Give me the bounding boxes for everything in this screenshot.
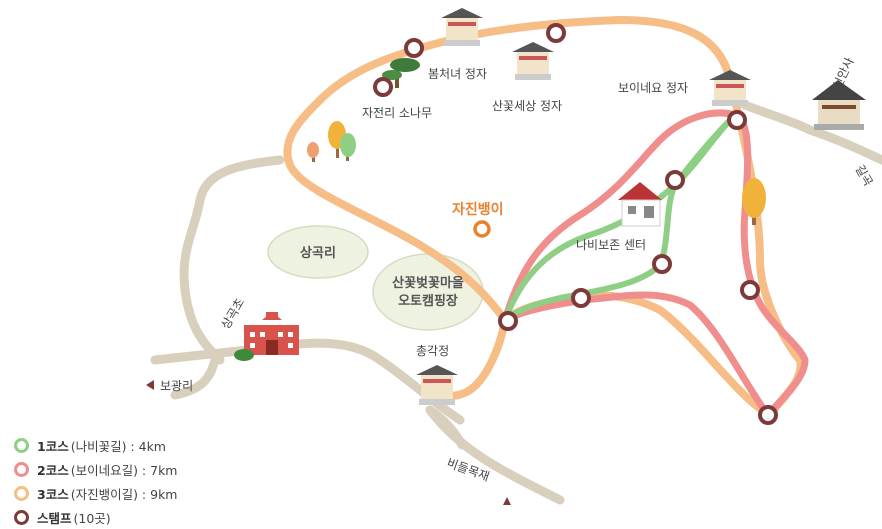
label-gilgok: 길곡 [852, 163, 875, 189]
label-bomcheonyeo-jeongja: 봄처녀 정자 [428, 67, 487, 81]
legend-name: 1코스 [37, 438, 69, 454]
legend-item-stamp: 스탬프 (10곳) [14, 505, 177, 529]
school-icon [234, 312, 299, 361]
arrow-left-icon [146, 380, 154, 390]
stamp-marker[interactable] [727, 110, 747, 130]
jajinbaengi-marker[interactable] [473, 220, 491, 238]
label-sinansa: 신안사 [830, 55, 857, 91]
pavilion-icon [416, 365, 458, 405]
sanggokri-area [267, 225, 369, 279]
stamp-marker[interactable] [498, 311, 518, 331]
road-network [150, 100, 882, 505]
label-boine-jeongja: 보이네요 정자 [618, 81, 688, 95]
label-chonggakjeong: 총각정 [416, 344, 449, 358]
legend: 1코스 (나비꽃길) : 4km 2코스 (보이네요길) : 7km 3코스 (… [14, 433, 177, 529]
pavilion-icon [709, 70, 751, 106]
label-sanggokcho: 상곡초 [218, 296, 247, 332]
stamp-marker[interactable] [758, 405, 778, 425]
pine-tree-icon [382, 58, 420, 88]
pavilion-icon [512, 42, 554, 80]
label-camp-line2: 오토캠핑장 [398, 293, 458, 309]
stamp-marker[interactable] [404, 38, 424, 58]
stamp-markers [373, 23, 778, 425]
arrow-up-icon [503, 497, 511, 505]
label-camp-line1: 산꽃벚꽃마을 [392, 275, 464, 291]
stamp-marker[interactable] [571, 288, 591, 308]
legend-item-course3: 3코스 (자진뱅이길) : 9km [14, 481, 177, 505]
legend-name: 스탬프 [37, 510, 72, 526]
circle-icon [14, 509, 29, 525]
label-sanggokri: 상곡리 [300, 245, 336, 261]
label-sanggot-jeongja: 산꽃세상 정자 [492, 99, 562, 113]
label-sonamu: 자전리 소나무 [362, 106, 432, 120]
stamp-marker[interactable] [546, 23, 566, 43]
tree-icon [307, 121, 356, 162]
circle-icon [14, 461, 29, 477]
circle-icon [14, 437, 29, 453]
label-jajinbaengi: 자진뱅이 [452, 201, 504, 218]
legend-detail: (자진뱅이길) : 9km [70, 486, 178, 502]
legend-item-course1: 1코스 (나비꽃길) : 4km [14, 433, 177, 457]
legend-detail: (10곳) [73, 510, 111, 526]
stamp-marker[interactable] [665, 170, 685, 190]
house-icon [618, 182, 662, 227]
autumn-tree-icon [742, 178, 766, 225]
temple-icon [812, 80, 866, 130]
legend-detail: (보이네요길) : 7km [70, 462, 178, 478]
label-nabi-center: 나비보존 센터 [576, 238, 646, 252]
legend-detail: (나비꽃길) : 4km [70, 438, 166, 454]
circle-icon [14, 485, 29, 501]
stamp-marker[interactable] [740, 280, 760, 300]
label-bogwangri: 보광리 [160, 379, 193, 393]
stamp-marker[interactable] [652, 254, 672, 274]
legend-name: 2코스 [37, 462, 69, 478]
legend-name: 3코스 [37, 486, 69, 502]
camping-area [372, 253, 484, 331]
pavilion-icon [441, 8, 483, 46]
stamp-marker[interactable] [373, 77, 393, 97]
legend-item-course2: 2코스 (보이네요길) : 7km [14, 457, 177, 481]
course-1-trail [502, 112, 738, 323]
